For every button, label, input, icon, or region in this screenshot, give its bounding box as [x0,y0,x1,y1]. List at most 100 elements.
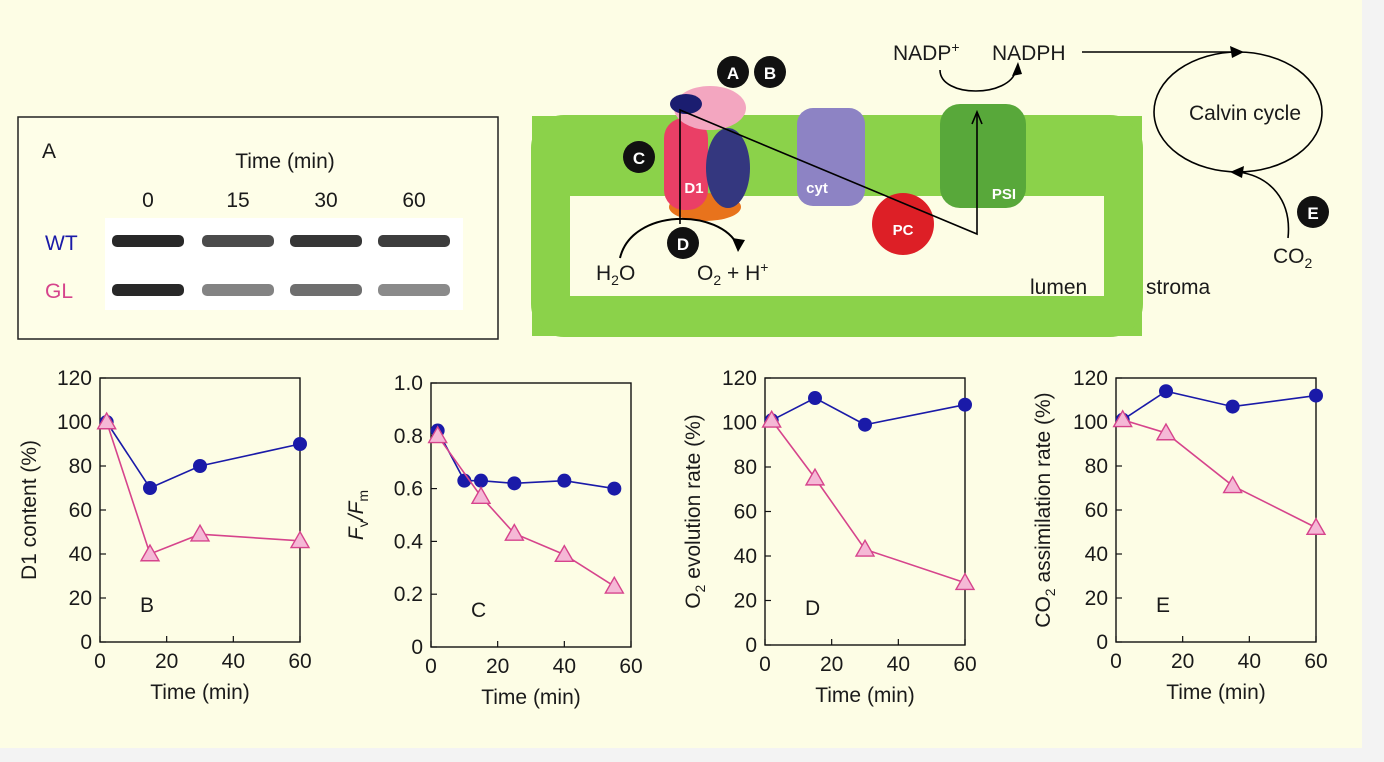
stroma-label: stroma [1146,276,1211,299]
y-tick-label: 0.8 [394,425,423,448]
series-line-wt [1122,390,1317,421]
data-point-gl [954,572,976,591]
data-point-wt [193,459,207,473]
data-point-gl [96,411,117,430]
data-point-gl [761,409,782,428]
data-point-wt [958,397,972,412]
x-tick-label: 60 [953,653,976,676]
y-axis-label: CO2 assimilation rate (%) [1032,392,1058,627]
y-tick-label: 60 [1085,499,1108,522]
data-point-gl [189,523,211,542]
y-tick-label: 40 [734,545,757,568]
data-point-gl [804,467,826,486]
x-tick-label: 20 [486,655,509,678]
y-tick-label: 120 [1073,367,1108,390]
cyt-complex [797,108,865,206]
series-line-gl [105,421,301,556]
y-tick-label: 0 [745,634,757,657]
x-tick-label: 0 [759,653,771,676]
nadp-reduction-arrow [939,69,1017,92]
y-tick-label: 0 [80,631,92,654]
arrow-head-icon [1230,166,1244,178]
y-tick-label: 40 [69,543,92,566]
y-tick-label: 40 [1085,543,1108,566]
complex-label-d1: D1 [684,180,703,197]
gel-lane-label: 15 [226,189,249,212]
complex-label-psi: PSI [992,186,1016,203]
calvin-cycle-label: Calvin cycle [1189,102,1301,125]
series-line-gl [771,419,966,584]
photosynthesis-diagram: D1 cyt PSI PC H2O O2 + H+ NADP+ NADPH Ca… [531,39,1329,337]
gel-panel-letter: A [42,140,56,163]
y-tick-label: 0.6 [394,478,423,501]
x-tick-label: 20 [820,653,843,676]
gel-band [290,284,362,296]
data-point-wt [507,476,522,491]
gel-row-label-gl: GL [45,280,73,303]
x-tick-label: 0 [94,650,106,673]
y-tick-label: 20 [734,590,757,613]
panel-letter: B [140,594,154,617]
series-line-wt [771,397,966,426]
panel-letter: E [1156,594,1170,617]
data-point-wt [557,473,572,488]
y-tick-label: 1.0 [394,372,423,395]
gel-bands [112,235,450,296]
x-tick-label: 60 [1304,650,1327,673]
data-point-gl [1305,517,1327,536]
step-badge-c: C [623,141,655,173]
step-badge-a: A [717,56,749,88]
y-tick-label: 120 [722,367,757,390]
data-point-gl [854,538,876,557]
data-point-gl [604,575,625,594]
data-point-wt [474,473,488,488]
data-point-wt [1159,384,1173,399]
y-tick-label: 80 [69,455,92,478]
y-tick-label: 100 [1073,411,1108,434]
data-point-wt [293,437,307,451]
d1-protein [664,118,708,210]
y-tick-label: 80 [1085,455,1108,478]
step-badge-b: B [754,56,786,88]
gel-band [290,235,362,247]
co2-fixation-arrow [1237,171,1290,239]
data-point-wt [607,481,622,496]
x-tick-label: 60 [288,650,311,673]
gel-lane-label: 0 [142,189,154,212]
data-point-gl [504,523,525,541]
nadph-label: NADPH [992,42,1066,65]
water-splitting-arrow [619,218,739,259]
x-tick-label: 0 [1110,650,1122,673]
panel-letter: C [471,599,486,622]
y-tick-label: 120 [57,367,92,390]
y-axis-label: D1 content (%) [18,440,41,580]
gel-band [378,284,450,296]
y-tick-label: 0.4 [394,530,424,553]
data-point-wt [858,417,872,432]
x-tick-label: 0 [425,655,437,678]
pc-protein [872,193,934,255]
x-axis-label: Time (min) [1166,681,1266,704]
x-tick-label: 60 [619,655,642,678]
x-axis-label: Time (min) [815,684,915,707]
y-tick-label: 0.2 [394,583,423,606]
data-point-wt [808,391,822,406]
nadp-label: NADP+ [893,39,960,65]
gel-band [112,235,184,247]
x-tick-label: 40 [887,653,910,676]
y-tick-label: 20 [1085,587,1108,610]
series-line-wt [436,430,615,490]
data-point-wt [1225,399,1240,414]
y-tick-label: 100 [722,412,757,435]
data-point-gl [554,544,575,563]
electron-transport-path [679,108,978,236]
x-axis-label: Time (min) [150,681,250,704]
data-point-wt [143,481,157,495]
lumen-label: lumen [1030,276,1087,299]
step-badge-e: E [1297,196,1329,228]
svg-text:A: A [727,64,739,83]
